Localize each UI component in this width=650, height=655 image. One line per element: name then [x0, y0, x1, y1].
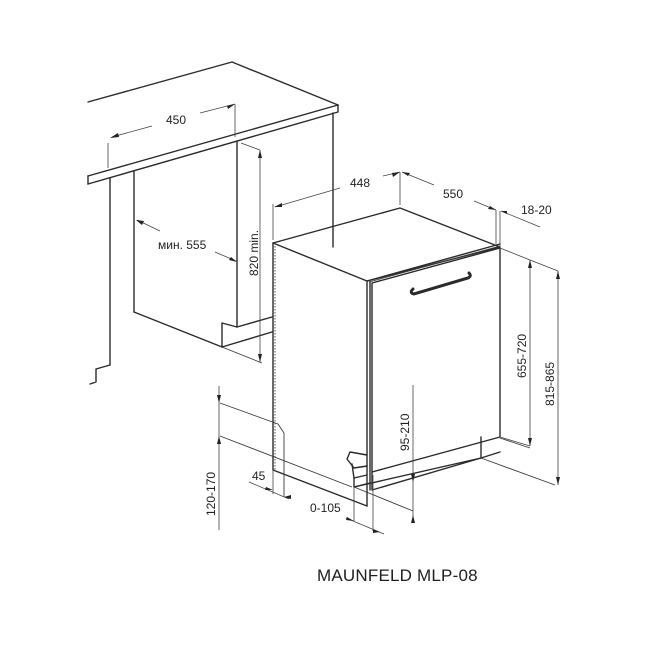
dimension-niche-depth: мин. 555 [136, 219, 237, 262]
label-plinth-height: 120-170 [204, 472, 218, 516]
cabinet-niche [89, 112, 334, 385]
dimension-plinth-offset: 45 [248, 469, 291, 500]
dimension-plinth-gap: 0-105 [310, 475, 385, 535]
dimension-appliance-width: 448 [272, 171, 401, 240]
dimension-plinth-height: 120-170 [204, 386, 221, 530]
floor-lines [219, 402, 556, 512]
label-niche-height: 820 min. [247, 230, 261, 276]
label-appliance-width: 448 [350, 176, 370, 190]
label-niche-depth: мин. 555 [158, 238, 207, 252]
label-door-height: 655-720 [515, 334, 529, 378]
door-handle [409, 271, 472, 296]
dimension-niche-width: 450 [107, 103, 236, 168]
label-appliance-depth: 550 [443, 187, 463, 201]
label-door-clearance: 95-210 [398, 413, 412, 451]
dimension-total-height: 815-865 [529, 259, 560, 485]
dimension-door-clearance: 95-210 [398, 385, 415, 523]
label-door-thickness: 18-20 [521, 203, 552, 217]
label-niche-width: 450 [166, 113, 186, 127]
dimension-appliance-depth: 550 [401, 171, 497, 244]
door-panel [366, 243, 501, 491]
dimension-niche-height: 820 min. [240, 142, 262, 362]
label-plinth-gap: 0-105 [310, 501, 341, 515]
label-plinth-offset: 45 [252, 469, 266, 483]
model-label: MAUNFELD MLP-08 [317, 566, 478, 585]
dimension-door-thickness: 18-20 [499, 203, 552, 246]
dimension-door-height: 655-720 [499, 247, 532, 447]
countertop [87, 61, 339, 185]
label-total-height: 815-865 [543, 362, 557, 406]
